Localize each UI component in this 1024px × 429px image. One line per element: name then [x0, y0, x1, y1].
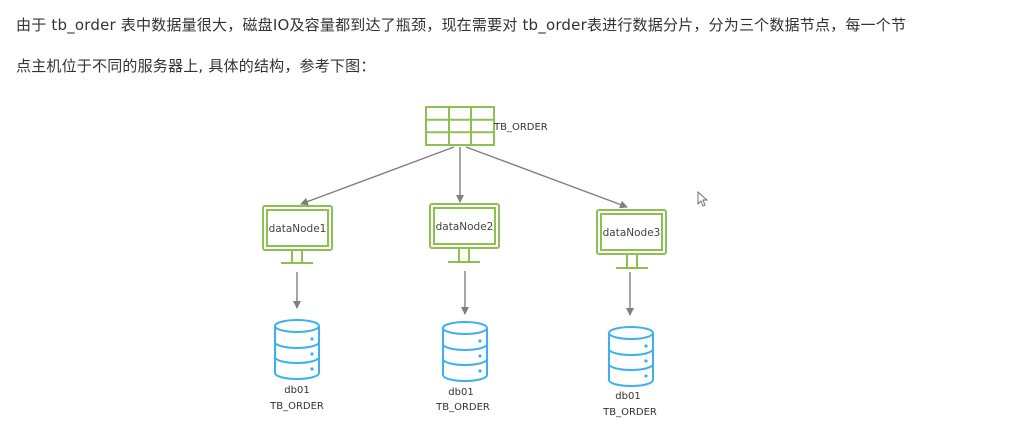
monitor-icon	[596, 209, 667, 269]
paragraph-line-1: 由于 tb_order 表中数据量很大，磁盘IO及容量都到达了瓶颈，现在需要对 …	[16, 16, 907, 34]
source-table: TB_ORDER	[425, 106, 548, 146]
monitor-icon	[429, 203, 500, 263]
datanode-3: dataNode3	[596, 209, 667, 269]
source-table-label: TB_ORDER	[493, 122, 548, 133]
database-3: db01 TB_ORDER	[602, 326, 657, 418]
database-3-table: TB_ORDER	[602, 407, 657, 418]
paragraph-line-2: 点主机位于不同的服务器上, 具体的结构，参考下图：	[16, 57, 376, 75]
database-2-name: db01	[448, 387, 473, 398]
database-icon	[442, 321, 488, 382]
datanode-1-label: dataNode1	[269, 223, 327, 235]
arrow-to-datanode1	[300, 146, 455, 206]
datanode-1: dataNode1	[262, 205, 333, 264]
database-icon	[608, 326, 654, 387]
monitor-icon	[262, 205, 333, 264]
database-2: db01 TB_ORDER	[435, 321, 490, 413]
datanode-3-label: dataNode3	[603, 227, 661, 239]
mouse-pointer-icon	[697, 190, 709, 207]
database-1-table: TB_ORDER	[269, 401, 324, 412]
database-icon	[274, 319, 320, 380]
arrow-to-datanode3	[465, 146, 628, 209]
datanode-2: dataNode2	[429, 203, 500, 263]
database-2-table: TB_ORDER	[435, 402, 490, 413]
database-1: db01 TB_ORDER	[269, 319, 324, 412]
database-3-name: db01	[615, 391, 640, 402]
datanode-2-label: dataNode2	[436, 221, 494, 233]
database-1-name: db01	[284, 385, 309, 396]
table-grid-icon	[425, 106, 495, 146]
